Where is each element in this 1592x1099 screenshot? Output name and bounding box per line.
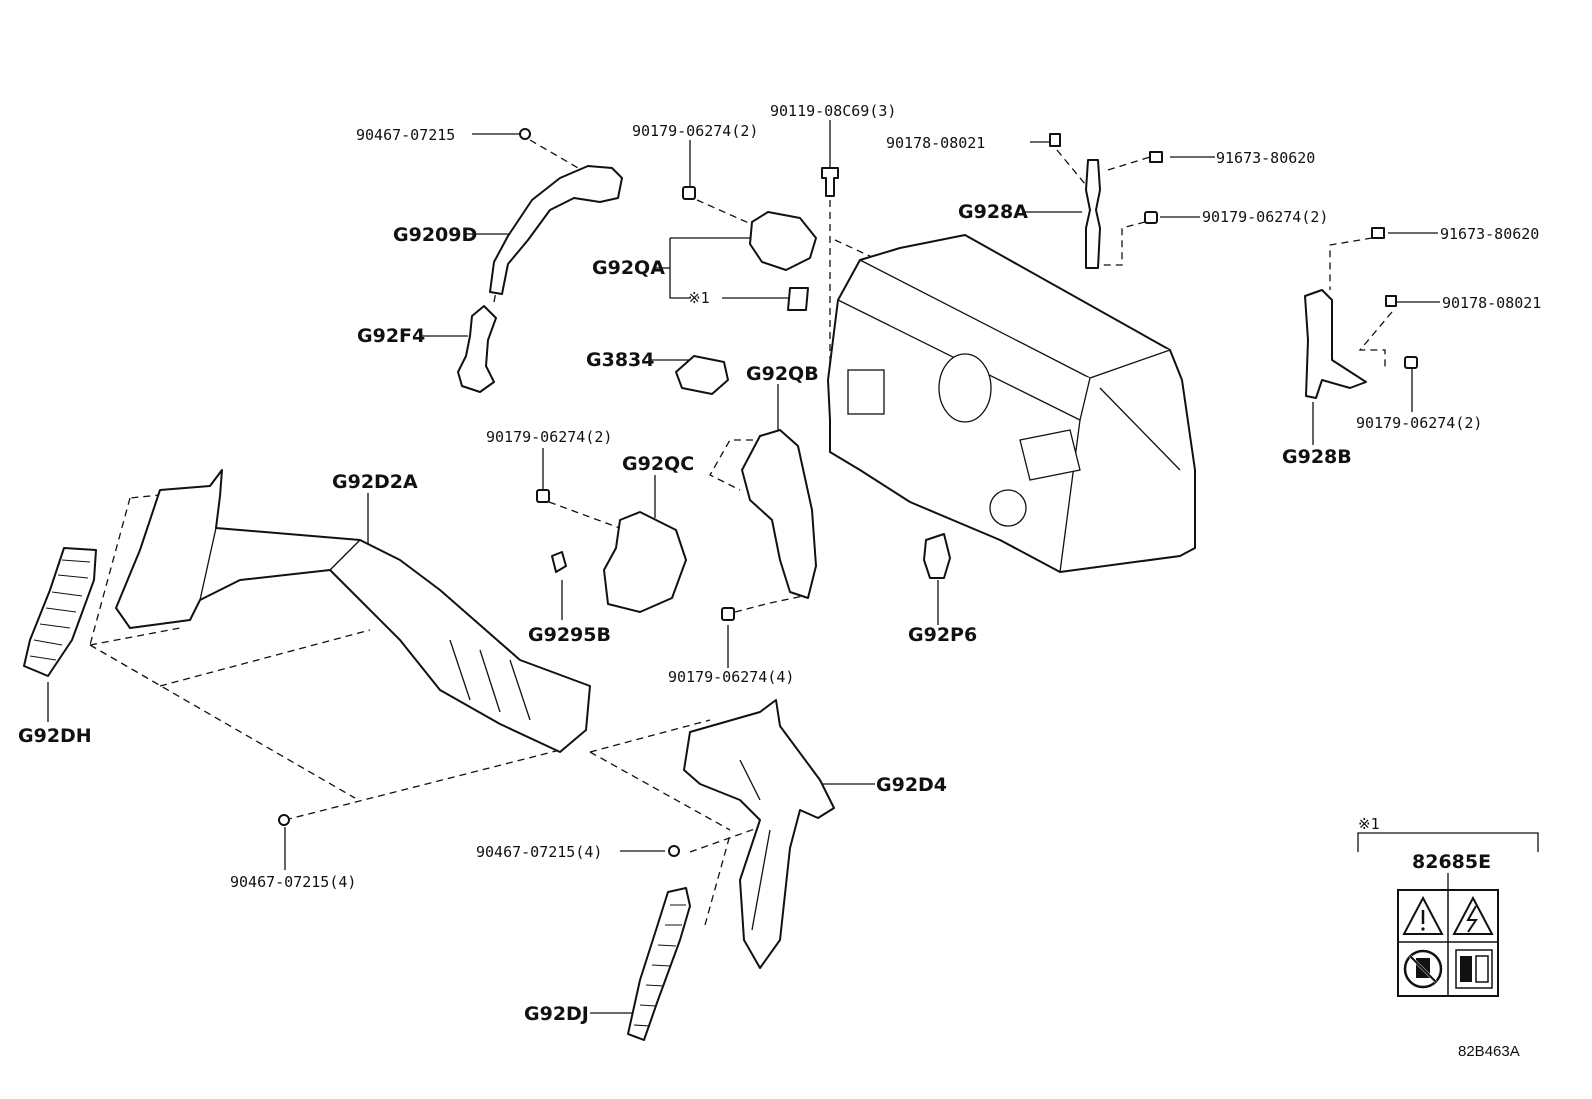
callout-90467-07215-4-left: 90467-07215(4) [230, 873, 356, 891]
label-sticker [787, 287, 809, 311]
grille-g92dj [627, 887, 691, 1041]
callout-g92qa: G92QA [592, 257, 665, 279]
nut-90179-top [682, 186, 696, 200]
sensor-g92p6 [923, 533, 951, 579]
hybrid-battery-assembly [827, 234, 1196, 573]
parts [23, 128, 1418, 1041]
nut-90179-right-low [1404, 356, 1418, 369]
callout-90179-06274-4: 90179-06274(4) [668, 668, 794, 686]
nut-90179-mid [536, 489, 550, 503]
clip-g9295b [551, 551, 567, 573]
cover-g92qa [749, 211, 817, 271]
warning-label-82685e [1397, 889, 1499, 997]
callout-90467-07215-top: 90467-07215 [356, 126, 455, 144]
grille-g92dh [23, 547, 97, 677]
callout-g92p6: G92P6 [908, 624, 977, 646]
callout-g928b: G928B [1282, 446, 1352, 468]
no-disassemble-icon [1403, 949, 1443, 989]
callout-90467-07215-4-mid: 90467-07215(4) [476, 843, 602, 861]
callout-91673-80620-b: 91673-80620 [1440, 225, 1539, 243]
callouts: 90467-07215 G9209D G92F4 90179-06274(2) … [18, 102, 1541, 1060]
nut-90179-4 [721, 607, 735, 621]
callout-g9209d: G9209D [393, 224, 477, 246]
callout-g92dj: G92DJ [524, 1003, 589, 1025]
warning-triangle-icon [1402, 895, 1444, 935]
clip-90467-4-left [278, 814, 290, 826]
clip-90178-b [1385, 295, 1397, 307]
callout-90179-06274-2-d: 90179-06274(2) [486, 428, 612, 446]
clip-90467-top [519, 128, 531, 140]
callout-g92d2a: G92D2A [332, 471, 418, 493]
callout-90179-06274-2-a: 90179-06274(2) [632, 122, 758, 140]
callout-90179-06274-2-c: 90179-06274(2) [1356, 414, 1482, 432]
hose-g9209d [489, 165, 623, 295]
plate-g92qb [741, 429, 817, 599]
bracket-g92qc [603, 511, 687, 613]
callout-g92f4: G92F4 [357, 325, 425, 347]
clip-90467-4-mid [668, 845, 680, 857]
callout-90119-08c69-3: 90119-08C69(3) [770, 102, 896, 120]
bolt-91673-a [1149, 151, 1163, 163]
callout-g92dh: G92DH [18, 725, 92, 747]
callout-g928a: G928A [958, 201, 1028, 223]
high-voltage-icon [1452, 895, 1494, 935]
leader-lines [47, 120, 1539, 1014]
callout-g92d4: G92D4 [876, 774, 947, 796]
callout-91673-80620-a: 91673-80620 [1216, 149, 1315, 167]
callout-90178-08021-b: 90178-08021 [1442, 294, 1541, 312]
note-symbol: ※1 [1358, 815, 1380, 833]
battery-panel-icon [1455, 949, 1493, 989]
callout-82685e: 82685E [1412, 851, 1491, 873]
reference-code: 82B463A [1458, 1043, 1520, 1060]
relay-g3834 [675, 355, 729, 395]
callout-g92qc: G92QC [622, 453, 694, 475]
callout-90178-08021-a: 90178-08021 [886, 134, 985, 152]
duct-g92d2a [115, 469, 591, 753]
clip-90178-a [1049, 133, 1061, 147]
duct-g92d4 [683, 699, 835, 969]
bolt-91673-b [1371, 227, 1385, 239]
callout-90179-06274-2-b: 90179-06274(2) [1202, 208, 1328, 226]
callout-g92qb: G92QB [746, 363, 819, 385]
bolt-90119 [821, 167, 839, 197]
callout-note1-inline: ※1 [688, 289, 710, 307]
elbow-g92f4 [457, 305, 497, 393]
bracket-g928a [1085, 159, 1101, 269]
callout-g9295b: G9295B [528, 624, 611, 646]
nut-90179-right [1144, 211, 1158, 224]
callout-g3834: G3834 [586, 349, 654, 371]
bracket-g928b [1304, 289, 1367, 399]
